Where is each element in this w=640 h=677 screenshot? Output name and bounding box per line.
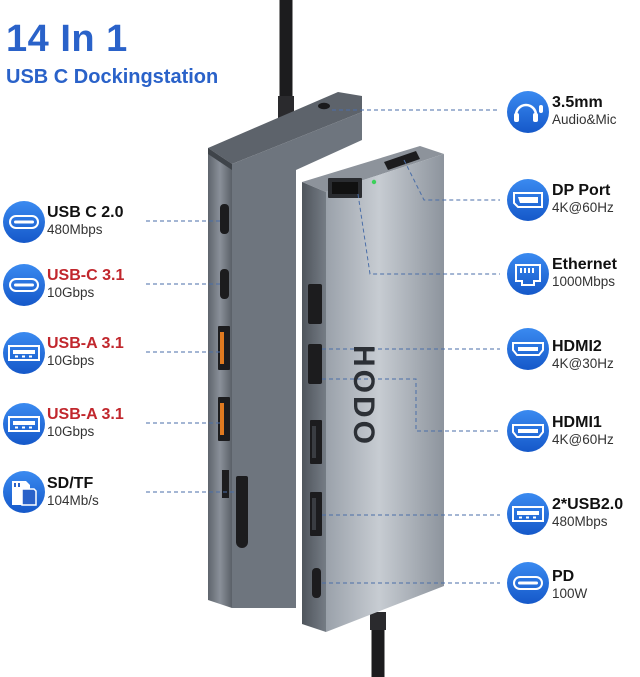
- port-label-usb-c-3-1: USB-C 3.1 10Gbps: [47, 267, 124, 300]
- port-spec: 1000Mbps: [552, 273, 616, 289]
- port-spec: Audio&Mic: [552, 111, 617, 127]
- port-label-3-5mm: 3.5mm Audio&Mic: [552, 94, 617, 127]
- port-label-dp-port: DP Port 4K@60Hz: [552, 182, 614, 215]
- headset-mic-icon: [507, 91, 549, 133]
- back-hub: [208, 92, 362, 608]
- port-label-pd: PD 100W: [552, 568, 587, 601]
- port-name: 2*USB2.0: [552, 496, 624, 513]
- port-label-ethernet: Ethernet 1000Mbps: [552, 256, 617, 289]
- usb-a-icon: [3, 332, 45, 374]
- line-hdmi1: [322, 378, 500, 432]
- hdmi-icon: [507, 410, 549, 452]
- port-name: USB-A 3.1: [47, 335, 124, 352]
- line-ethernet: [357, 193, 500, 275]
- port-label-hdmi2: HDMI2 4K@30Hz: [552, 338, 614, 371]
- port-name: USB-A 3.1: [47, 406, 124, 423]
- port-spec: 480Mbps: [552, 513, 608, 529]
- port-name: 3.5mm: [552, 94, 603, 111]
- port-label-usb-a-3-1-a: USB-A 3.1 10Gbps: [47, 335, 124, 368]
- usb-c-icon: [3, 201, 45, 243]
- port-name: SD/TF: [47, 475, 94, 492]
- displayport-icon: [507, 179, 549, 221]
- hdmi-icon: [507, 328, 549, 370]
- port-spec: 100W: [552, 585, 588, 601]
- lower-cable: [370, 612, 386, 677]
- port-spec: 4K@60Hz: [552, 199, 614, 215]
- port-name: HDMI2: [552, 338, 602, 355]
- brand-logo: HODO: [347, 345, 380, 447]
- ethernet-icon: [507, 253, 549, 295]
- port-label-usb-a-3-1-b: USB-A 3.1 10Gbps: [47, 406, 124, 439]
- page-subtitle: USB C Dockingstation: [6, 66, 219, 88]
- port-name: HDMI1: [552, 414, 602, 431]
- port-spec: 10Gbps: [47, 284, 95, 300]
- page-title: 14 In 1: [6, 18, 128, 60]
- usb-c-icon: [3, 264, 45, 306]
- port-name: USB-C 3.1: [47, 267, 125, 284]
- sd-card-icon: [3, 471, 45, 513]
- usb-c-icon: [507, 562, 549, 604]
- connector-lines: [146, 109, 500, 584]
- port-name: DP Port: [552, 182, 611, 199]
- port-name: PD: [552, 568, 575, 585]
- port-spec: 4K@60Hz: [552, 431, 614, 447]
- port-label-hdmi1: HDMI1 4K@60Hz: [552, 414, 614, 447]
- port-spec: 4K@30Hz: [552, 355, 614, 371]
- port-spec: 480Mbps: [47, 221, 103, 237]
- port-spec: 10Gbps: [47, 352, 95, 368]
- line-dp-port: [403, 159, 500, 201]
- port-label-sd-tf: SD/TF 104Mb/s: [47, 475, 99, 508]
- usb-a-icon: [3, 403, 45, 445]
- port-label-usb-c-2-0: USB C 2.0 480Mbps: [47, 204, 123, 237]
- upper-cable: [278, 0, 294, 118]
- port-label-usb2: 2*USB2.0 480Mbps: [552, 496, 623, 529]
- port-spec: 104Mb/s: [47, 492, 99, 508]
- port-name: USB C 2.0: [47, 204, 124, 221]
- front-hub: [302, 146, 444, 632]
- port-spec: 10Gbps: [47, 423, 95, 439]
- port-name: Ethernet: [552, 256, 617, 273]
- usb-a-icon: [507, 493, 549, 535]
